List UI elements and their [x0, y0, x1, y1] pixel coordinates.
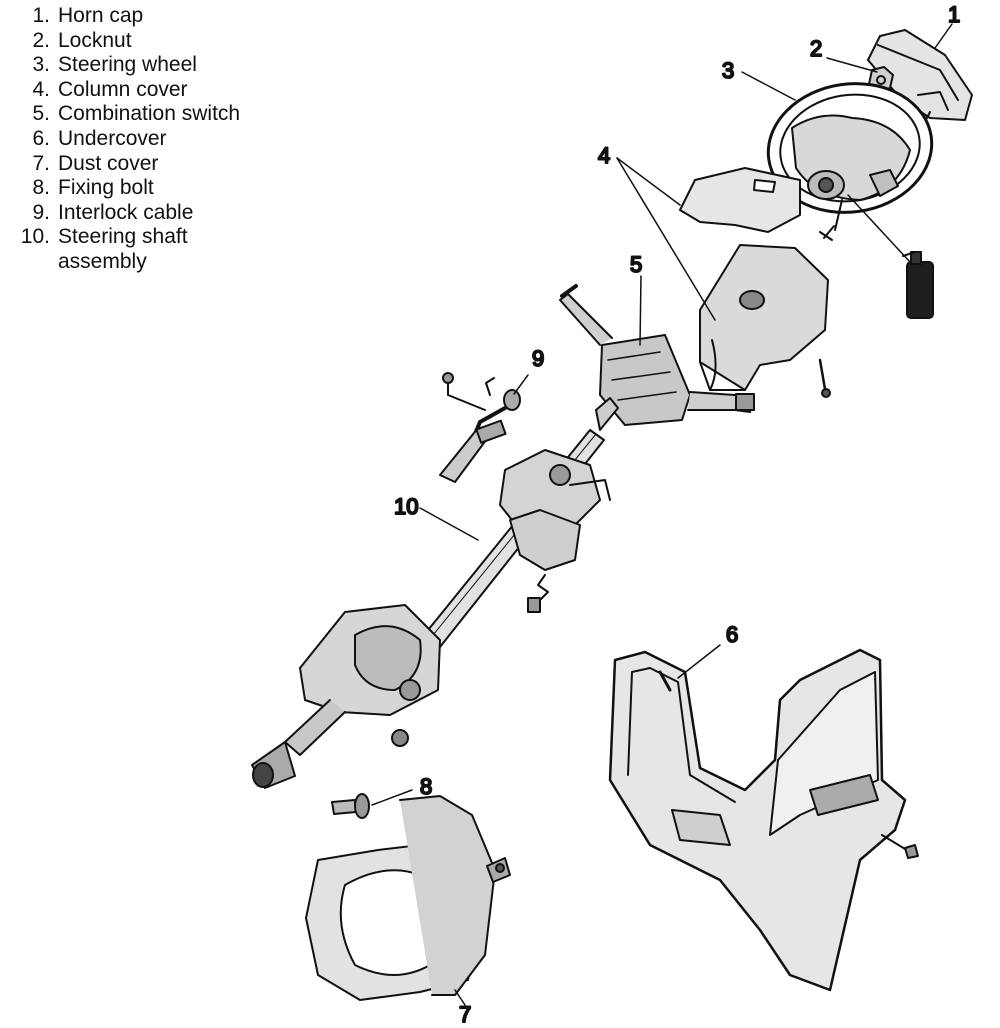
legend-item-steering-wheel: 3.Steering wheel	[32, 53, 197, 77]
callout-5: 5	[630, 252, 642, 277]
callout-4: 4	[598, 143, 610, 168]
legend-item-combination-switch: 5.Combination switch	[32, 102, 241, 126]
combination-switch-drawing	[559, 284, 755, 426]
legend-item-column-cover: 4.Column cover	[32, 77, 188, 101]
horn-cap-drawing	[867, 29, 973, 136]
legend-item-horn-cap: 1.Horn cap	[32, 4, 144, 27]
legend-item-fixing-bolt: 8.Fixing bolt	[32, 176, 154, 200]
callout-6: 6	[726, 622, 738, 647]
undercover-drawing	[608, 648, 919, 992]
callout-8: 8	[420, 774, 432, 799]
legend-item-dust-cover: 7.Dust cover	[32, 151, 159, 175]
column-cover-drawing	[679, 167, 831, 398]
legend-item-undercover: 6.Undercover	[32, 126, 167, 150]
parts-legend: 1.Horn cap 2.Locknut 3.Steering wheel 4.…	[0, 4, 240, 275]
callout-1: 1	[948, 2, 960, 27]
dust-cover-drawing	[305, 795, 511, 1001]
callout-9: 9	[532, 346, 544, 371]
steering-shaft-drawing	[251, 397, 619, 789]
legend-item-interlock-cable: 9.Interlock cable	[32, 200, 194, 224]
callout-3: 3	[722, 58, 734, 83]
interlock-cable-drawing	[439, 372, 521, 483]
steering-wheel-drawing	[766, 82, 934, 241]
callout-10: 10	[394, 494, 418, 519]
callout-7: 7	[459, 1002, 471, 1027]
legend-item-locknut: 2.Locknut	[32, 28, 132, 52]
leader-lines	[371, 23, 953, 1006]
fixing-bolt-drawing	[331, 793, 370, 819]
grease-can-drawing	[847, 194, 934, 319]
legend-item-steering-shaft-assembly: 10.Steering shaft assembly	[20, 225, 188, 273]
callout-2: 2	[810, 36, 822, 61]
